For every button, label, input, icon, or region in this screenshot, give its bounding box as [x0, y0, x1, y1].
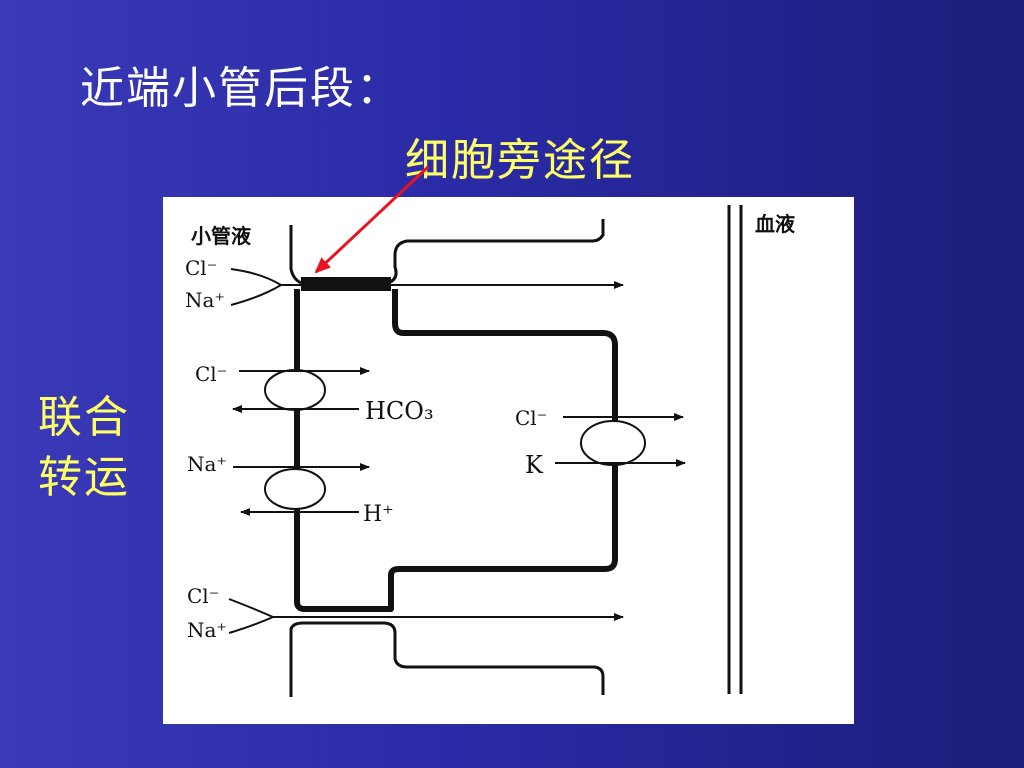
k-cl-cotransporter: [580, 420, 646, 466]
blood-label: 血液: [755, 212, 796, 236]
ion-label-na-upper: Na⁺: [185, 288, 225, 312]
ion-label-na-exchanger: Na⁺: [187, 452, 227, 476]
cotransport-line2: 转运: [38, 452, 130, 503]
lower-cell-border: [289, 621, 605, 697]
tubule-diagram: 小管液 血液 Cl⁻ Na⁺ Cl⁻ HCO₃ Na⁺ H⁺ Cl⁻ K Cl⁻…: [185, 205, 796, 697]
lumen-label: 小管液: [191, 224, 252, 248]
ion-label-k: K: [525, 451, 544, 479]
paracellular-flow-curves-upper: [230, 268, 282, 306]
ion-label-cl-basolateral: Cl⁻: [515, 406, 547, 430]
diagram-panel: 小管液 血液 Cl⁻ Na⁺ Cl⁻ HCO₃ Na⁺ H⁺ Cl⁻ K Cl⁻…: [163, 197, 854, 724]
ion-label-na-lower: Na⁺: [187, 618, 227, 642]
ion-label-hco3: HCO₃: [365, 397, 434, 425]
paracellular-flow-curves-lower: [228, 598, 274, 634]
paracellular-label: 细胞旁途径: [405, 135, 635, 186]
cl-hco3-exchanger: [264, 369, 326, 411]
ion-label-cl-exchanger: Cl⁻: [195, 362, 227, 386]
slide-title: 近端小管后段：: [80, 63, 402, 114]
cotransport-label: 联合 转运: [38, 388, 130, 508]
ion-label-cl-lower: Cl⁻: [187, 584, 219, 608]
cell-membrane: [294, 289, 618, 612]
na-h-exchanger: [264, 468, 326, 510]
ion-label-cl-upper: Cl⁻: [185, 256, 217, 280]
cotransport-line1: 联合: [38, 392, 130, 443]
ion-label-h: H⁺: [363, 502, 394, 527]
upper-cell-border: [289, 219, 605, 285]
